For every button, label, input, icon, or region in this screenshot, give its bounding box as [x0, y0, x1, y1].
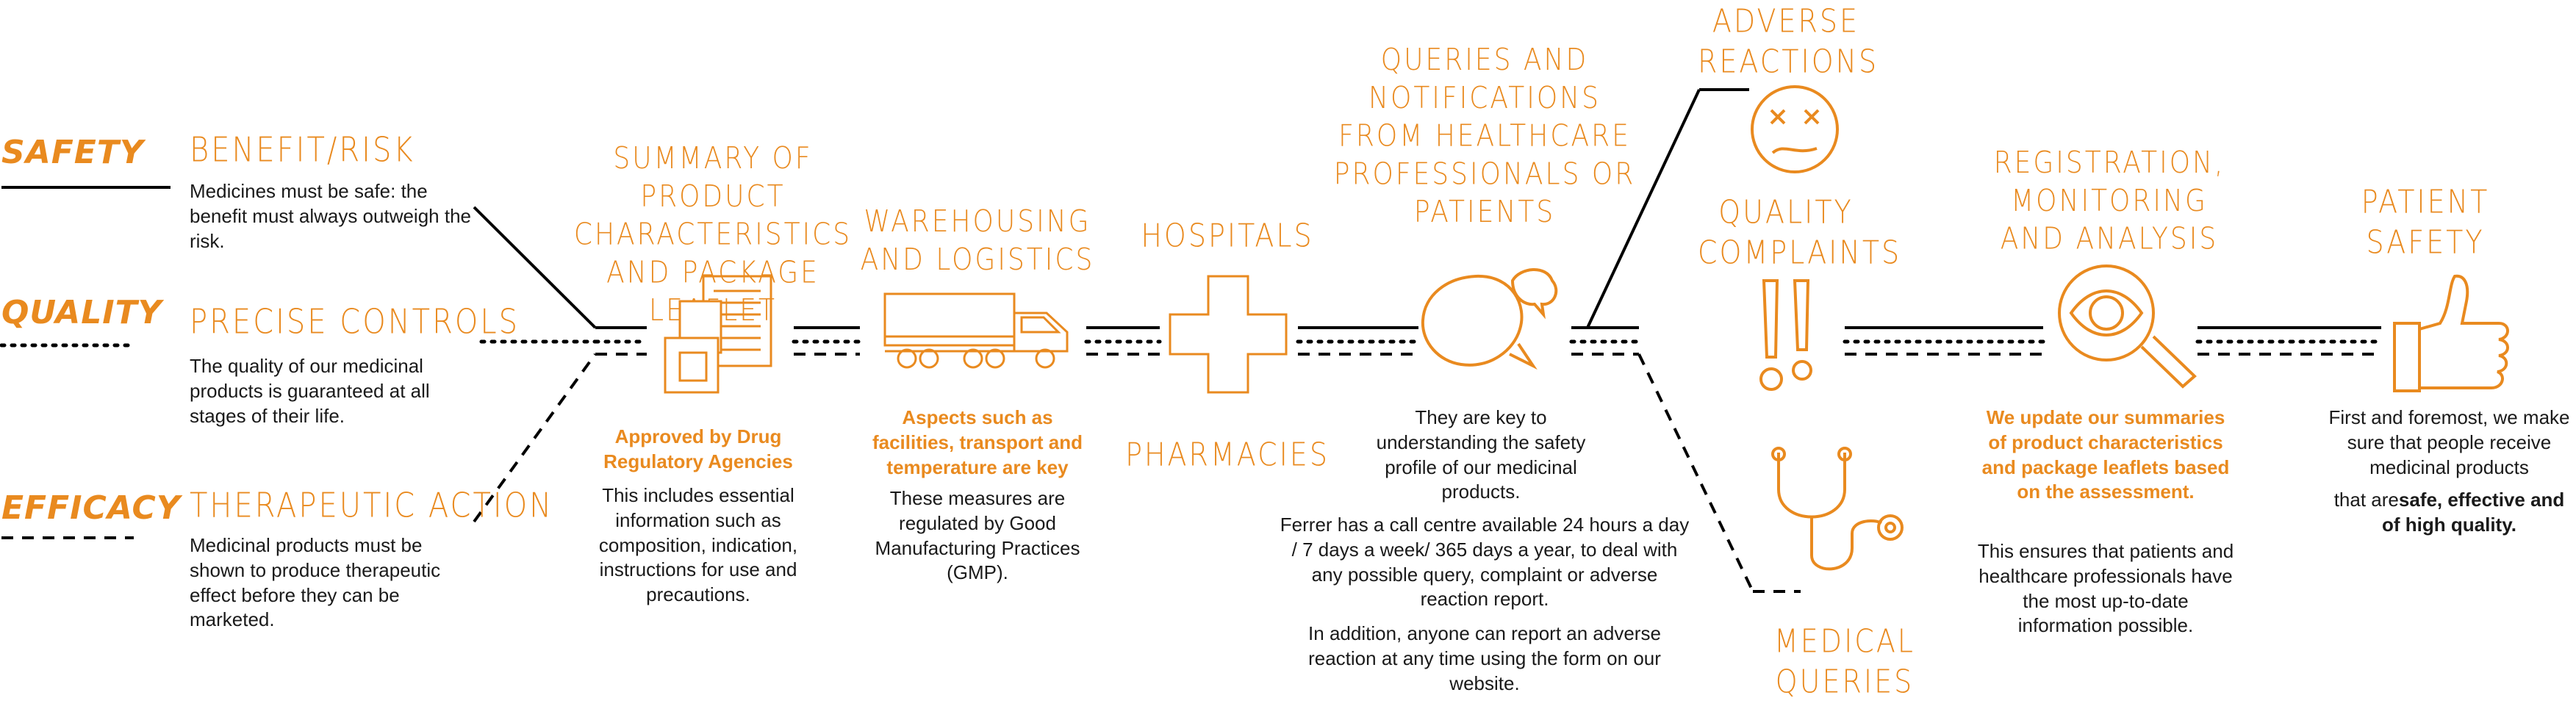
adverse-reactions-title: ADVERSE REACTIONS [1698, 2, 1879, 80]
queries-text-2: Ferrer has a call centre available 24 ho… [1280, 514, 1690, 611]
pillar-safety: SAFETY [1, 134, 144, 171]
therapeutic-action-text: Medicinal products must be shown to prod… [190, 534, 441, 631]
patient-safety-bold: safe, effective and of high quality. [2382, 489, 2565, 536]
benefit-risk-text: Medicines must be safe: the benefit must… [190, 180, 471, 252]
truck-icon [883, 292, 1069, 369]
summary-title: SUMMARY OF PRODUCT CHARACTERISTICS AND P… [573, 141, 853, 328]
patient-safety-title: PATIENT SAFETY [2361, 183, 2490, 261]
summary-highlight: Approved by Drug Regulatory Agencies [603, 425, 793, 472]
eye-magnifier-icon [2058, 264, 2197, 389]
pharmacies-title: PHARMACIES [1125, 436, 1330, 473]
exclamation-icon [1759, 279, 1812, 391]
precise-controls-text: The quality of our medicinal products is… [190, 355, 430, 427]
patient-safety-pre: that are [2333, 489, 2399, 511]
warehousing-title: WAREHOUSING AND LOGISTICS [860, 204, 1095, 278]
warehousing-highlight: Aspects such as facilities, transport an… [872, 406, 1083, 478]
quality-complaints-title: QUALITY COMPLAINTS [1698, 193, 1902, 271]
registration-highlight: We update our summaries of product chara… [1981, 406, 2230, 503]
precise-controls-title: PRECISE CONTROLS [190, 303, 520, 342]
cross-icon [1169, 275, 1288, 394]
queries-title: QUERIES AND NOTIFICATIONS FROM HEALTHCAR… [1333, 43, 1636, 230]
summary-text: This includes essential information such… [598, 484, 798, 606]
registration-text: This ensures that patients and healthcar… [1977, 540, 2234, 637]
queries-text-3: In addition, anyone can report an advers… [1308, 622, 1661, 694]
therapeutic-action-title: THERAPEUTIC ACTION [190, 486, 554, 526]
documents-icon [664, 275, 772, 394]
medical-queries-title: MEDICAL QUERIES [1774, 622, 1915, 700]
queries-text-1: They are key to understanding the safety… [1376, 406, 1586, 503]
hospitals-title: HOSPITALS [1141, 217, 1314, 254]
patient-safety-emphasis: that aresafe, effective and of high qual… [2322, 488, 2576, 538]
stethoscope-icon [1771, 447, 1904, 571]
patient-safety-text: First and foremost, we make sure that pe… [2328, 406, 2570, 478]
pillar-quality: QUALITY [1, 294, 162, 331]
registration-title: REGISTRATION, MONITORING AND ANALYSIS [1993, 145, 2225, 256]
benefit-risk-title: BENEFIT/RISK [190, 131, 415, 170]
warehousing-text: These measures are regulated by Good Man… [875, 487, 1080, 584]
sad-face-icon [1751, 85, 1839, 173]
thumbs-up-icon [2393, 274, 2509, 392]
pillar-efficacy: EFFICACY [1, 489, 181, 527]
speech-bubble-icon [1421, 268, 1558, 370]
